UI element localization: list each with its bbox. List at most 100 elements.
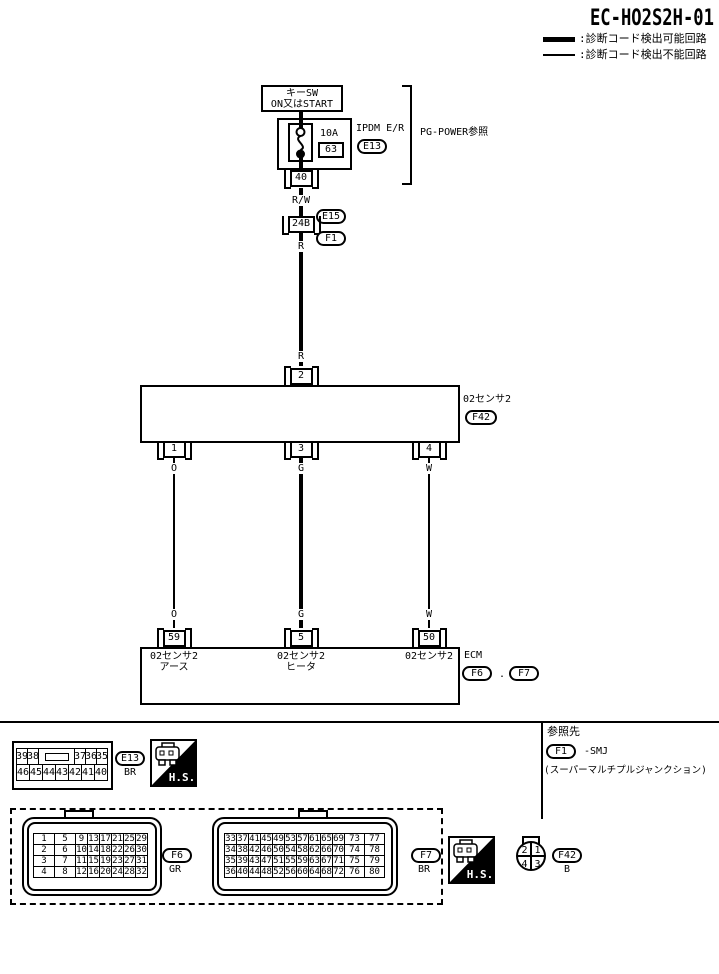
ecm-signal-label-1b: アース bbox=[159, 662, 189, 673]
connector-oval-f7-footer: F7 bbox=[411, 848, 441, 863]
f42-pin-2: 2 bbox=[521, 845, 527, 856]
pin-shell-left bbox=[283, 628, 291, 647]
pin-shell-left bbox=[411, 628, 419, 647]
wire-color-r-upper: R bbox=[296, 241, 306, 252]
legend-detectable-label: :診断コード検出可能回路 bbox=[579, 32, 707, 45]
f6-connector-inner bbox=[27, 822, 157, 891]
key-switch-line2: ON又はSTART bbox=[270, 99, 334, 110]
hs-label-2: H.S. bbox=[467, 868, 494, 881]
fuse-number-box: 63 bbox=[318, 142, 344, 158]
o2-sensor-box bbox=[140, 385, 460, 443]
pin-shell-right bbox=[184, 628, 192, 647]
pin-cell: 77 bbox=[364, 833, 385, 845]
pin-shell-right bbox=[439, 628, 447, 647]
key-switch-line1: キーSW bbox=[285, 88, 319, 99]
ecm-signal-label-1a: 02センサ2 bbox=[149, 651, 199, 662]
reference-title: 参照先 bbox=[547, 725, 580, 738]
connector-oval-f6-footer: F6 bbox=[162, 848, 192, 863]
hs-logo-2: H.S. bbox=[448, 836, 495, 888]
connector-oval-f1: F1 bbox=[316, 231, 346, 246]
connector-oval-f6: F6 bbox=[462, 666, 492, 681]
pin-cell: 32 bbox=[135, 866, 148, 878]
page-title: EC-HO2S2H-01 bbox=[590, 6, 714, 31]
ecm-signal-label-3: 02センサ2 bbox=[405, 651, 453, 662]
ecm-signal-label-2b: ヒータ bbox=[286, 662, 316, 673]
harness-connector-icon bbox=[453, 839, 478, 863]
pin-shell-left bbox=[156, 628, 164, 647]
f7-connector-inner bbox=[217, 822, 393, 891]
pin-50-number: 50 bbox=[417, 630, 441, 647]
ecm-signal-label-2: 02センサ2 ヒータ bbox=[277, 651, 325, 673]
wire-o bbox=[173, 458, 175, 628]
wire-color-o-upper: O bbox=[169, 463, 179, 474]
pin-cell: 35 bbox=[96, 748, 108, 765]
wire-color-o-lower: O bbox=[169, 609, 179, 620]
pin-cell: 48 bbox=[260, 866, 273, 878]
pin-cell: 42 bbox=[68, 764, 82, 781]
f42-wire-color: B bbox=[563, 864, 571, 875]
reference-divider bbox=[541, 723, 543, 819]
pin-shell-left bbox=[283, 441, 291, 460]
pin-1: 1 bbox=[156, 441, 193, 462]
connector-oval-f1-footer: F1 bbox=[546, 744, 576, 759]
f6-wire-color: GR bbox=[168, 864, 182, 875]
pin-cell: 40 bbox=[236, 866, 249, 878]
ecm-signal-label-3a: 02センサ2 bbox=[404, 651, 454, 662]
ipdm-label: IPDM E/R bbox=[356, 123, 405, 134]
pin-cell: 45 bbox=[29, 764, 43, 781]
pin-shell-left bbox=[281, 216, 289, 235]
pin-shell-right bbox=[311, 366, 319, 385]
connector-oval-f7: F7 bbox=[509, 666, 539, 681]
pin-shell-left bbox=[156, 441, 164, 460]
pin-cell: 64 bbox=[308, 866, 321, 878]
pin-40: 40 bbox=[283, 170, 320, 191]
wire-color-g-upper: G bbox=[296, 463, 306, 474]
pin-24b: 24B bbox=[281, 216, 322, 237]
pin-59: 59 bbox=[156, 626, 193, 647]
connector-oval-e15: E15 bbox=[316, 209, 346, 224]
wire-color-g-lower: G bbox=[296, 609, 306, 620]
thick-line-swatch bbox=[543, 36, 575, 42]
f42-pin-1: 1 bbox=[534, 845, 540, 856]
pin-59-number: 59 bbox=[162, 630, 186, 647]
pin-cell: 44 bbox=[42, 764, 56, 781]
fuse-rating-label: 10A bbox=[320, 128, 339, 139]
f42-pin-3: 3 bbox=[534, 859, 540, 870]
pin-shell-right bbox=[311, 628, 319, 647]
ecm-box bbox=[140, 647, 460, 705]
pin-3: 3 bbox=[283, 441, 320, 462]
pin-40-number: 40 bbox=[289, 170, 313, 187]
pin-5: 5 bbox=[283, 626, 320, 647]
o2-sensor-label: 02センサ2 bbox=[463, 394, 512, 405]
pin-cell: 76 bbox=[344, 866, 365, 878]
pin-cell: 46 bbox=[16, 764, 30, 781]
pin-shell-left bbox=[411, 441, 419, 460]
ipdm-box bbox=[277, 118, 352, 170]
pin-2: 2 bbox=[283, 364, 320, 385]
fuse-box bbox=[288, 123, 313, 162]
ecm-connector-separator: . bbox=[499, 669, 506, 680]
pin-cell: 40 bbox=[94, 764, 108, 781]
pin-cell: 41 bbox=[81, 764, 95, 781]
harness-connector-icon bbox=[155, 742, 180, 766]
bracket-tick-top bbox=[402, 85, 410, 87]
thin-line-swatch bbox=[543, 54, 575, 56]
wire-w bbox=[428, 458, 430, 628]
pin-4: 4 bbox=[411, 441, 448, 462]
connector-oval-f42: F42 bbox=[465, 410, 497, 425]
fuse-icon bbox=[295, 127, 306, 159]
wire-r bbox=[299, 233, 303, 366]
pin-5-number: 5 bbox=[289, 630, 313, 647]
key-switch-box: キーSW ON又はSTART bbox=[261, 85, 343, 112]
pin-cell bbox=[38, 748, 75, 765]
